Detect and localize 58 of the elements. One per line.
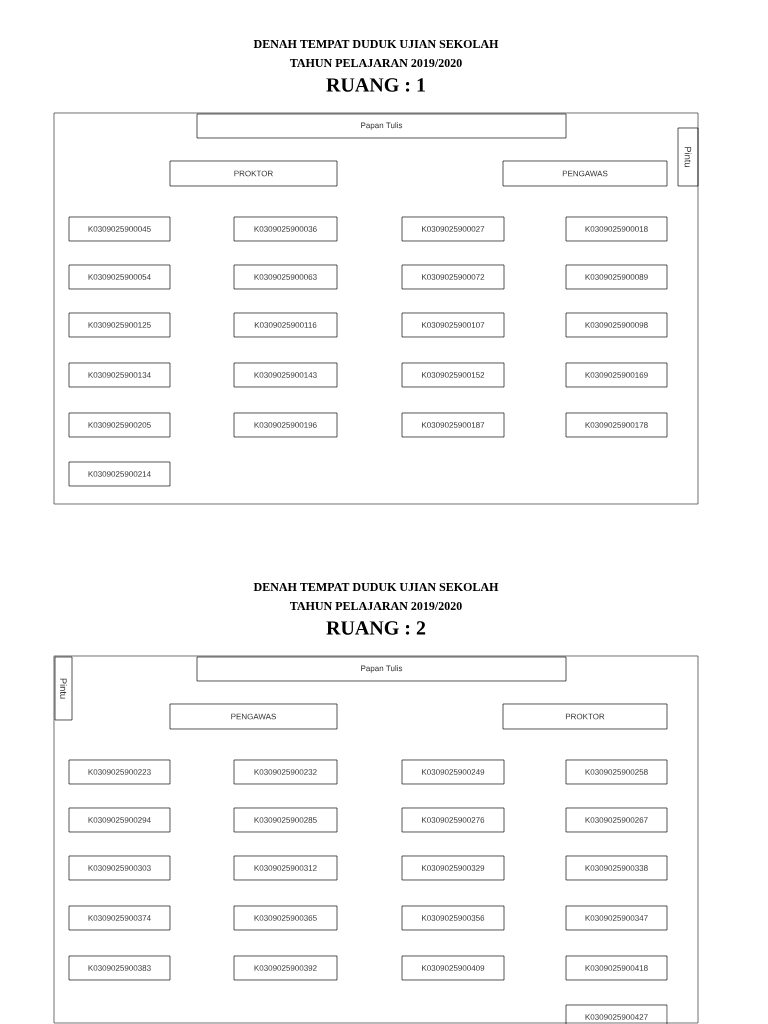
seat-box: K0309025900205 (68, 412, 171, 438)
seat-box: K0309025900054 (68, 264, 171, 290)
seat-box: K0309025900214 (68, 461, 171, 487)
seat-box: K0309025900116 (233, 312, 338, 338)
seat-box: K0309025900356 (401, 905, 505, 931)
seat-box: K0309025900178 (565, 412, 668, 438)
door-box: Pintu (677, 127, 699, 187)
seat-box: K0309025900365 (233, 905, 338, 931)
seat-box: K0309025900089 (565, 264, 668, 290)
seat-box: K0309025900294 (68, 807, 171, 833)
seat-box: K0309025900312 (233, 855, 338, 881)
seat-box: K0309025900134 (68, 362, 171, 388)
seat-box: K0309025900276 (401, 807, 505, 833)
seat-box: K0309025900027 (401, 216, 505, 242)
seat-box: K0309025900285 (233, 807, 338, 833)
label-box: Papan Tulis (196, 656, 567, 682)
seat-box: K0309025900125 (68, 312, 171, 338)
seat-box: K0309025900409 (401, 955, 505, 981)
heading: RUANG : 1 (326, 78, 425, 92)
seat-box: K0309025900018 (565, 216, 668, 242)
seat-box: K0309025900196 (233, 412, 338, 438)
seat-box: K0309025900347 (565, 905, 668, 931)
seat-box: K0309025900427 (565, 1004, 668, 1024)
seat-box: K0309025900098 (565, 312, 668, 338)
door-box: Pintu (54, 656, 73, 721)
seat-box: K0309025900383 (68, 955, 171, 981)
seat-box: K0309025900249 (401, 759, 505, 785)
seat-box: K0309025900169 (565, 362, 668, 388)
room-frame (53, 582, 699, 1024)
seat-box: K0309025900223 (68, 759, 171, 785)
seat-box: K0309025900187 (401, 412, 505, 438)
seat-box: K0309025900258 (565, 759, 668, 785)
heading: TAHUN PELAJARAN 2019/2020 (289, 58, 462, 68)
heading: TAHUN PELAJARAN 2019/2020 (289, 601, 462, 611)
seat-box: K0309025900374 (68, 905, 171, 931)
seat-box: K0309025900063 (233, 264, 338, 290)
heading: RUANG : 2 (326, 621, 426, 635)
seat-box: K0309025900267 (565, 807, 668, 833)
seat-box: K0309025900232 (233, 759, 338, 785)
seat-box: K0309025900152 (401, 362, 505, 388)
heading: DENAH TEMPAT DUDUK UJIAN SEKOLAH (253, 582, 499, 592)
label-box: PENGAWAS (502, 160, 668, 187)
label-box: Papan Tulis (196, 113, 567, 139)
seat-box: K0309025900418 (565, 955, 668, 981)
label-box: PROKTOR (169, 160, 338, 187)
label-box: PROKTOR (502, 703, 668, 730)
label-box: PENGAWAS (169, 703, 338, 730)
seat-box: K0309025900072 (401, 264, 505, 290)
seat-box: K0309025900303 (68, 855, 171, 881)
seat-box: K0309025900045 (68, 216, 171, 242)
room-frame (53, 39, 699, 505)
seat-box: K0309025900338 (565, 855, 668, 881)
seat-box: K0309025900107 (401, 312, 505, 338)
heading: DENAH TEMPAT DUDUK UJIAN SEKOLAH (253, 39, 499, 49)
seat-box: K0309025900329 (401, 855, 505, 881)
seat-box: K0309025900143 (233, 362, 338, 388)
seat-box: K0309025900392 (233, 955, 338, 981)
seat-box: K0309025900036 (233, 216, 338, 242)
